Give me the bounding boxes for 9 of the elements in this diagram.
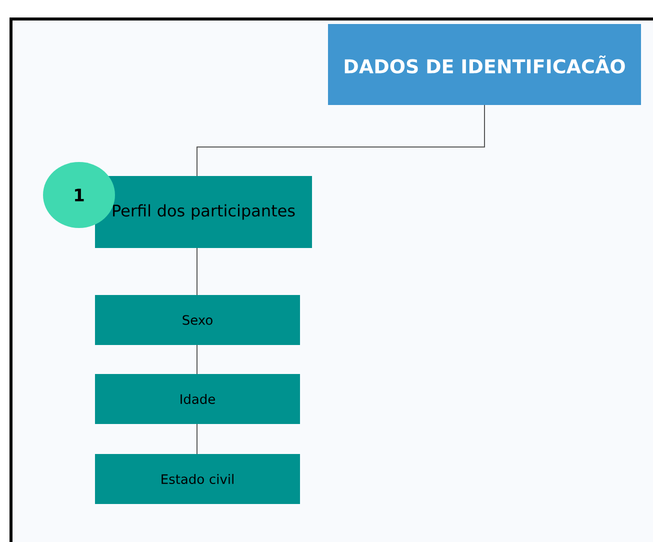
connector-line xyxy=(196,344,198,374)
process-box: Perfil dos participantes xyxy=(95,176,312,248)
connector-line xyxy=(196,424,198,454)
connector-line xyxy=(196,248,198,296)
process-box: Estado civil xyxy=(95,454,300,504)
connector-line xyxy=(196,104,485,176)
process-box: Idade xyxy=(95,374,300,424)
process-box: DADOS DE IDENTIFICACÃO xyxy=(328,24,641,105)
process-box: Sexo xyxy=(95,295,300,345)
